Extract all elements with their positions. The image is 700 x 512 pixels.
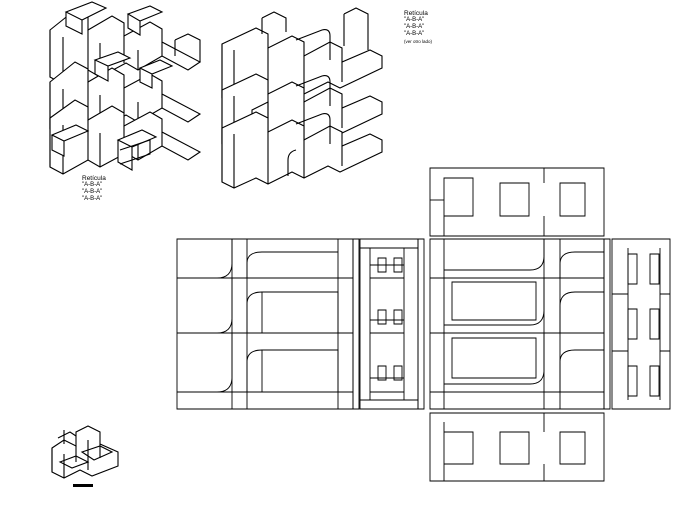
net-strip-b2 — [604, 239, 670, 409]
label-left-line-1: "A-B-A" — [82, 182, 103, 188]
isometric-module-small — [52, 426, 118, 478]
net-top-flap — [430, 168, 604, 236]
lattice-label-right: Retícula "A-B-A" "A-B-A" "A-B-A" (ver ot… — [404, 10, 432, 45]
unfolded-net — [177, 168, 670, 481]
net-panel-a — [177, 239, 353, 409]
lattice-label-left: Retícula "A-B-A" "A-B-A" "A-B-A" — [82, 175, 106, 203]
left-layer-top — [50, 2, 200, 84]
net-bottom-flap — [430, 413, 604, 481]
scale-bar — [73, 484, 93, 487]
isometric-lattice-middle — [222, 8, 382, 188]
label-right-line-1: "A-B-A" — [404, 17, 425, 23]
left-layer-bottom — [50, 100, 200, 174]
label-right-note: (ver otro lado) — [404, 39, 433, 44]
label-left-line-2: "A-B-A" — [82, 189, 103, 195]
isometric-lattice-left — [50, 2, 200, 174]
label-right-line-3: "A-B-A" — [404, 31, 425, 37]
label-left-line-3: "A-B-A" — [82, 196, 103, 202]
mid-layer-bottom — [222, 112, 382, 188]
label-left-title: Retícula — [82, 175, 106, 182]
net-panel-c — [430, 239, 604, 409]
label-right-title: Retícula — [404, 10, 428, 17]
label-right-line-2: "A-B-A" — [404, 24, 425, 30]
net-strip-b1 — [353, 239, 424, 409]
